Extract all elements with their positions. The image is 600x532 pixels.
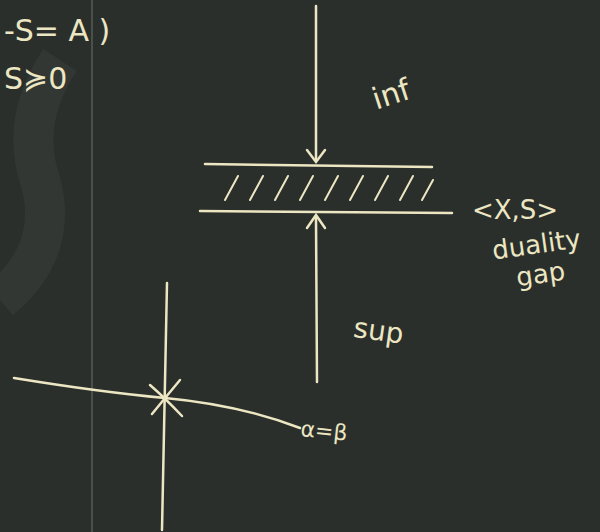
sup-label: sup <box>352 312 406 351</box>
axis-upper <box>315 6 318 160</box>
constraint-text: S≽0 <box>4 62 67 97</box>
alpha-beta-label: α=β <box>299 416 348 446</box>
equation-text: -S= A ) <box>4 14 110 49</box>
band-bottom <box>200 211 452 213</box>
board-edge <box>91 0 93 532</box>
arrow-down <box>307 150 325 162</box>
inf-label: inf <box>368 72 415 117</box>
inner-product-label: <X,S> <box>472 196 558 226</box>
hatching <box>225 176 433 200</box>
cross-mark <box>152 380 180 414</box>
arrow-up <box>307 215 325 228</box>
axis-bottom <box>162 283 167 530</box>
duality-gap-label: duality gap <box>481 223 596 297</box>
axis-lower <box>316 218 317 382</box>
line-alpha-beta <box>14 378 300 428</box>
band-top <box>205 164 432 167</box>
